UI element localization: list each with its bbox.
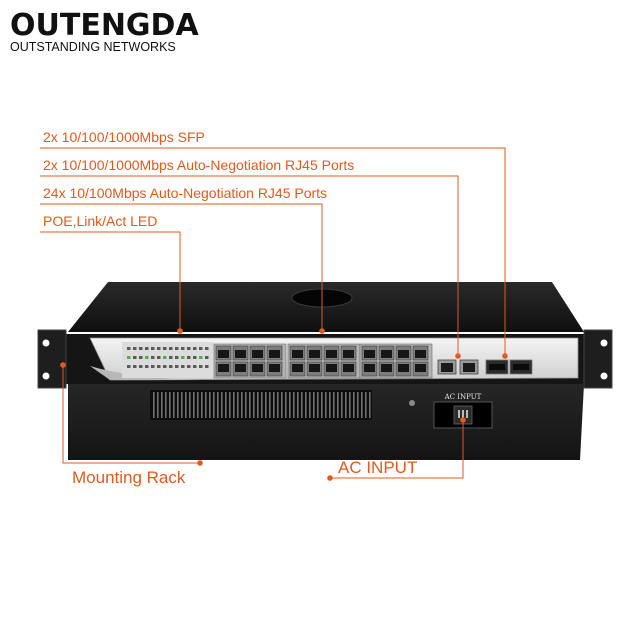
- callout-dots: [60, 328, 508, 481]
- vent-grille: [150, 390, 372, 420]
- brand-logo: OUTENGDA: [10, 8, 199, 43]
- sfp-ports: [485, 359, 533, 375]
- callout-mounting-rack: Mounting Rack: [72, 468, 186, 487]
- rack-ear-left: [37, 329, 67, 389]
- callout-gigabit-rj45: 2x 10/100/1000Mbps Auto-Negotiation RJ45…: [43, 157, 355, 173]
- led-block: [122, 342, 214, 378]
- callout-sfp: 2x 10/100/1000Mbps SFP: [43, 129, 205, 145]
- rj45-port-block: [213, 343, 433, 379]
- callout-ac-input: AC INPUT: [338, 458, 418, 477]
- callout-fast-rj45: 24x 10/100Mbps Auto-Negotiation RJ45 Por…: [43, 185, 328, 201]
- rack-ear-right: [583, 329, 613, 389]
- gigabit-rj45-ports: [437, 359, 479, 375]
- panel-swoosh: [90, 366, 200, 380]
- ground-screw: [409, 400, 415, 406]
- ac-inlet-label: AC INPUT: [444, 393, 482, 401]
- brand-tagline: OUTSTANDING NETWORKS: [10, 40, 176, 54]
- callout-lines: [40, 147, 506, 479]
- callout-led: POE,Link/Act LED: [43, 213, 158, 229]
